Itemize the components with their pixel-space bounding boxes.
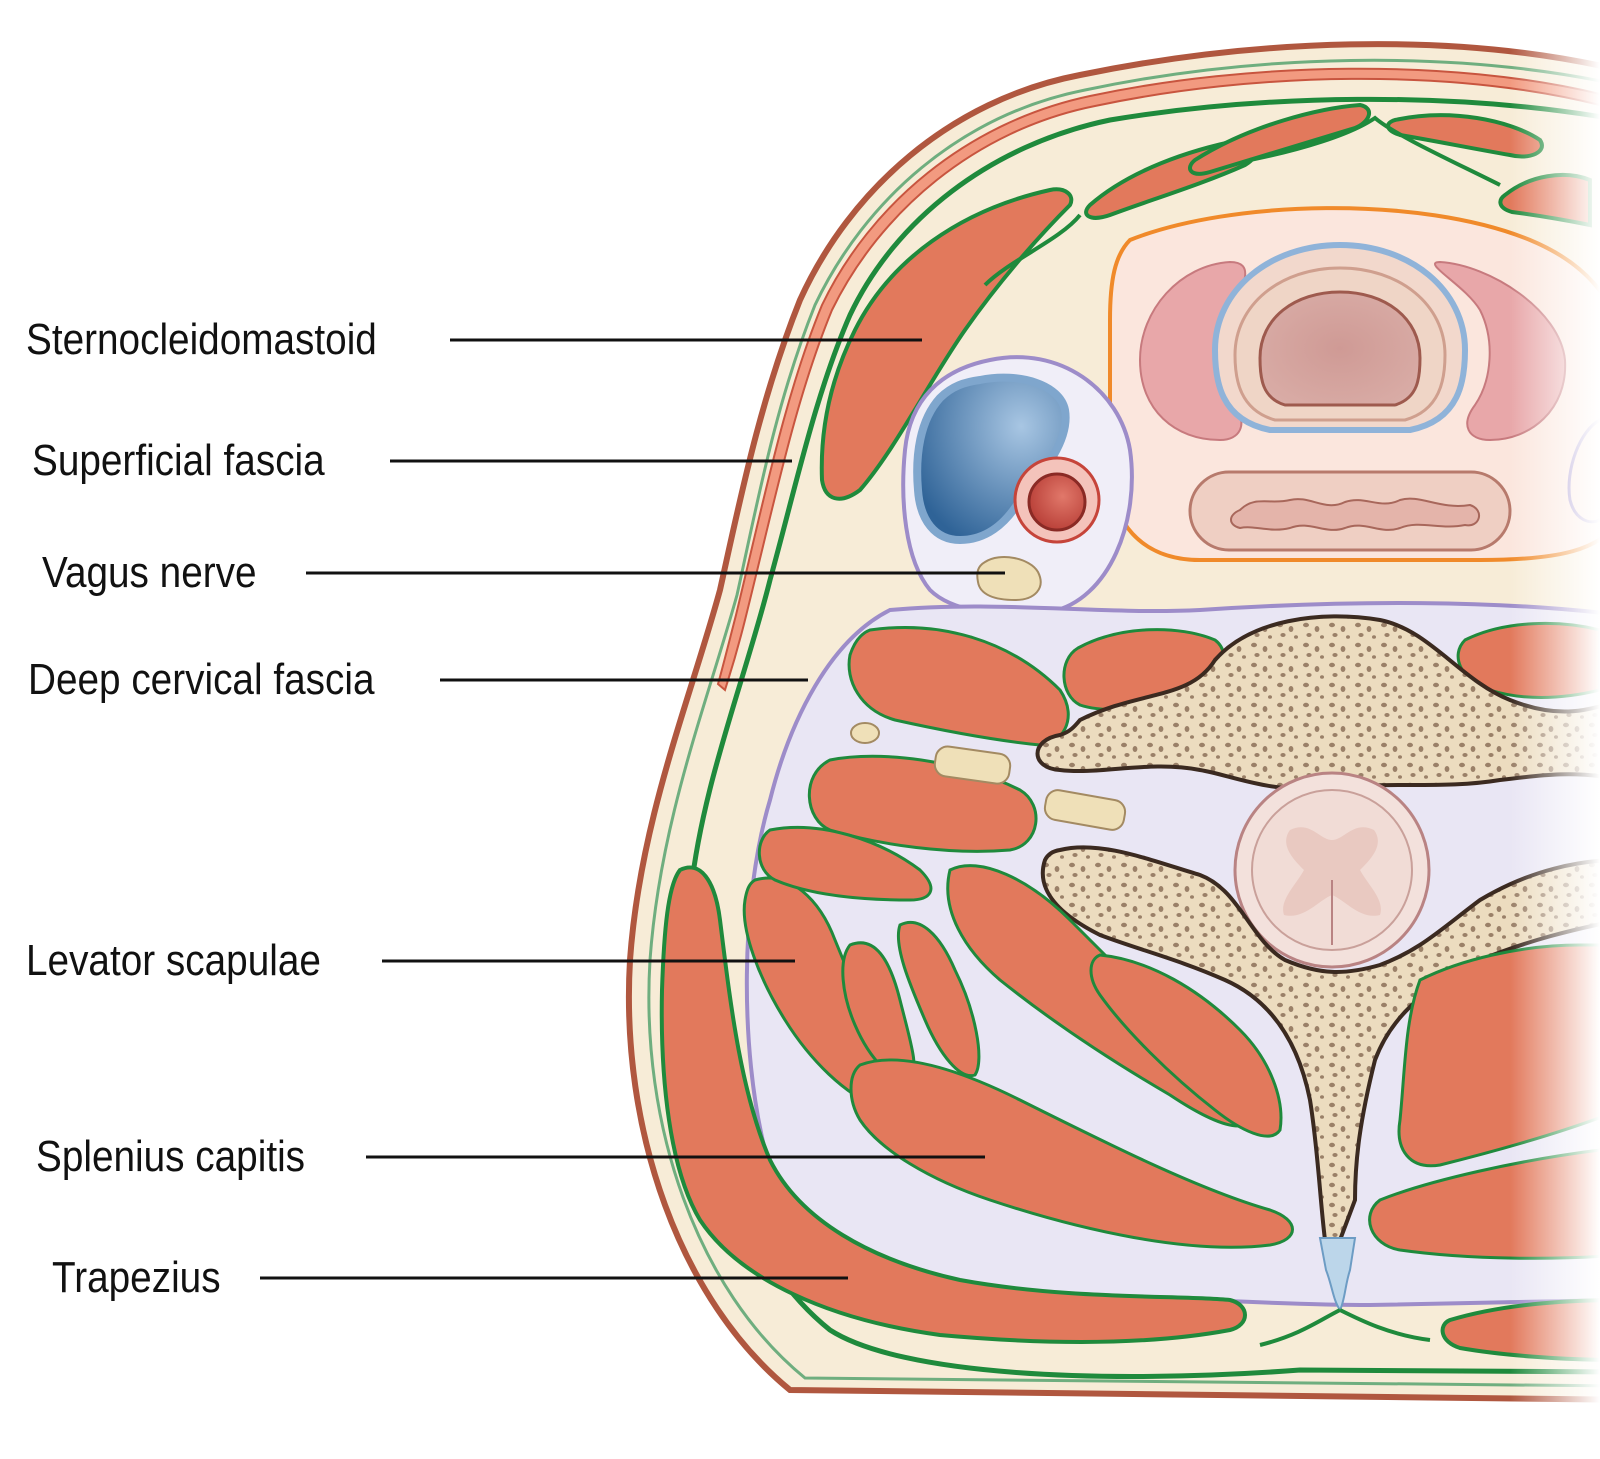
label-levator-scapulae: Levator scapulae: [26, 939, 321, 983]
label-superficial-fascia: Superficial fascia: [32, 439, 325, 483]
label-vagus-nerve: Vagus nerve: [42, 551, 257, 595]
label-splenius-capitis: Splenius capitis: [36, 1135, 305, 1179]
nerve-root-1: [851, 723, 879, 743]
right-edge-fade: [1510, 0, 1600, 1454]
label-sternocleidomastoid: Sternocleidomastoid: [26, 318, 377, 362]
carotid-lumen: [1029, 474, 1085, 530]
label-trapezius: Trapezius: [52, 1256, 221, 1300]
label-deep-cervical-fascia: Deep cervical fascia: [28, 658, 374, 702]
trachea-lumen: [1260, 292, 1420, 405]
vagus-nerve: [977, 557, 1040, 600]
